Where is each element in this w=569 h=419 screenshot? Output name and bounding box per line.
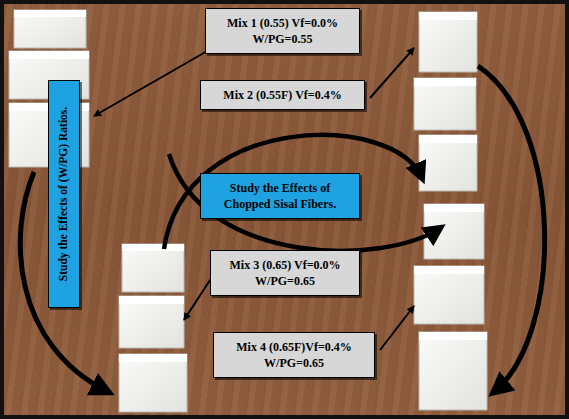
label-text: Mix 2 (0.55F) Vf=0.4% (208, 87, 357, 103)
label-text: Mix 4 (0.65F)Vf=0.4% W/PG=0.65 (221, 339, 367, 371)
leader-arrow (380, 306, 414, 350)
leader-arrow (370, 48, 414, 98)
mix-label-box: Mix 2 (0.55F) Vf=0.4% (200, 80, 365, 110)
mix-label-box: Mix 1 (0.55) Vf=0.0% W/PG=0.55 (205, 8, 360, 54)
study-label-box: Study the Effects of Chopped Sisal Fiber… (200, 173, 360, 219)
label-text: Study the Effects of Chopped Sisal Fiber… (208, 180, 352, 212)
mix-label-box: Mix 4 (0.65F)Vf=0.4% W/PG=0.65 (213, 332, 375, 378)
curved-arrow (478, 66, 545, 392)
label-text: Mix 3 (0.65) Vf=0.0% W/PG=0.65 (218, 257, 352, 289)
mix-label-box: Mix 3 (0.65) Vf=0.0% W/PG=0.65 (210, 250, 360, 296)
curved-arrow (164, 135, 422, 249)
cube-specimen (119, 244, 187, 412)
label-text: Study the Effects of (W/PG) Ratios. (57, 84, 71, 304)
cube-specimen (414, 12, 477, 191)
label-text: Mix 1 (0.55) Vf=0.0% W/PG=0.55 (213, 15, 352, 47)
study-label-box: Study the Effects of (W/PG) Ratios. (48, 80, 80, 308)
curved-arrow (169, 154, 440, 251)
leader-arrow (94, 50, 209, 116)
